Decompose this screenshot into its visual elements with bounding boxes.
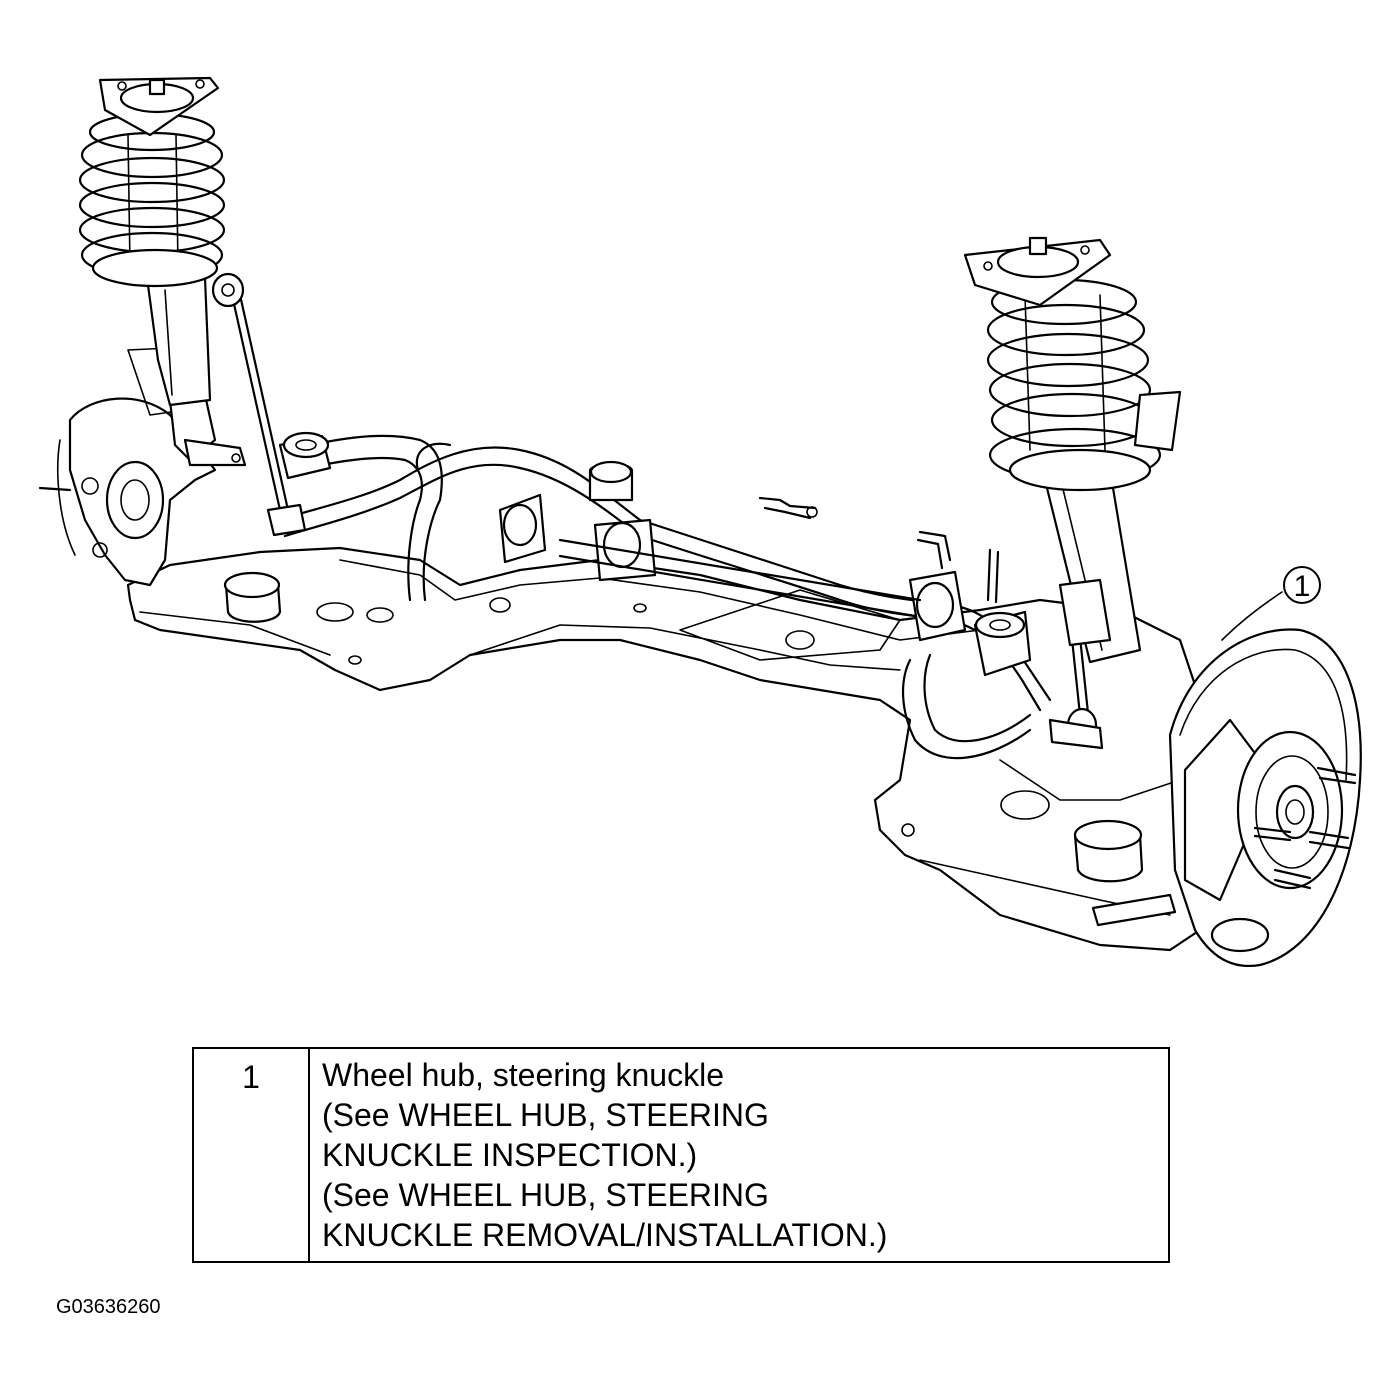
front-suspension-illustration: 1 bbox=[0, 0, 1394, 1010]
legend-line: KNUCKLE REMOVAL/INSTALLATION.) bbox=[322, 1217, 888, 1253]
crossmember bbox=[128, 548, 1210, 950]
legend-row-number: 1 bbox=[194, 1049, 310, 1261]
strut-assembly-left bbox=[80, 78, 224, 405]
knuckle-left bbox=[40, 348, 245, 585]
steering-rack bbox=[560, 462, 998, 616]
strut-assembly-right bbox=[965, 238, 1180, 662]
legend-table: 1 Wheel hub, steering knuckle (See WHEEL… bbox=[192, 1047, 1170, 1263]
callout-1-circle bbox=[1284, 567, 1320, 603]
legend-line: Wheel hub, steering knuckle bbox=[322, 1057, 724, 1093]
engine-mount-right bbox=[1075, 821, 1175, 925]
callout-1-number: 1 bbox=[1294, 570, 1311, 603]
callout-1: 1 bbox=[1222, 567, 1320, 640]
figure-id: G03636260 bbox=[56, 1296, 161, 1318]
legend-line: KNUCKLE INSPECTION.) bbox=[322, 1137, 698, 1173]
stabilizer-link-left bbox=[213, 274, 305, 535]
wheel-hub-steering-knuckle bbox=[1170, 630, 1361, 966]
lower-control-arm-left bbox=[280, 433, 442, 600]
engine-mount-left bbox=[225, 573, 280, 622]
stabilizer-link-right bbox=[1050, 618, 1102, 748]
lower-control-arm-right bbox=[903, 612, 1030, 758]
legend-line: (See WHEEL HUB, STEERING bbox=[322, 1097, 769, 1133]
legend-line: (See WHEEL HUB, STEERING bbox=[322, 1177, 769, 1213]
legend-row-description: Wheel hub, steering knuckle (See WHEEL H… bbox=[310, 1049, 1168, 1261]
stabilizer-bar bbox=[280, 444, 1050, 710]
